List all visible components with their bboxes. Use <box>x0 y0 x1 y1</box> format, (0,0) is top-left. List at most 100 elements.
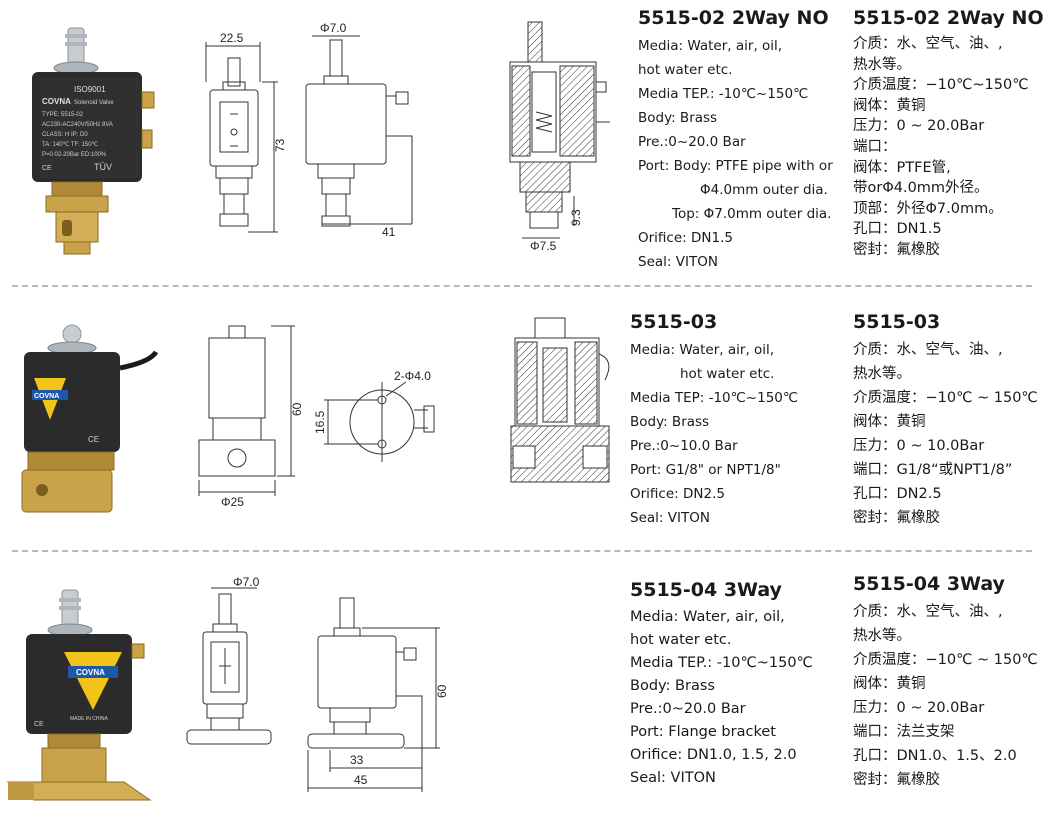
spec-media-cont: hot water etc. <box>680 366 775 382</box>
product-title-en: 5515-03 <box>630 311 718 333</box>
spec-cn-media-cont: 热水等。 <box>853 628 911 644</box>
spec-body: Body: Brass <box>638 110 718 126</box>
photo-label-ce: CE <box>42 165 52 172</box>
dim-label-bottom-dia: Φ7.5 <box>530 239 557 253</box>
spec-cn-body: 阀体：黄铜 <box>853 414 926 430</box>
spec-media: Media: Water, air, oil, <box>630 342 775 358</box>
spec-port-top: Top: Φ7.0mm outer dia. <box>672 206 832 222</box>
spec-cn-body: 阀体：黄铜 <box>853 97 926 114</box>
spec-orifice: Orifice: DN1.5 <box>638 230 733 246</box>
photo-label-type: TYPE: 5515-02 <box>42 112 84 118</box>
dim-label-height: 60 <box>435 684 449 698</box>
spec-cn-body: 阀体：黄铜 <box>853 676 926 692</box>
spec-cn-port-body: 阀体：PTFE管, <box>853 159 951 176</box>
spec-cn-media: 介质：水、空气、油、, <box>853 36 1003 52</box>
product-title-cn: 5515-04 3Way <box>853 573 1005 595</box>
spec-cn-orifice: 孔口：DN2.5 <box>853 486 942 502</box>
photo-label-class: CLASS: H IP: D0 <box>42 132 88 138</box>
spec-cn-temp: 介质温度：−10℃ ~ 150℃ <box>853 390 1038 406</box>
dim-label-width: Φ25 <box>221 495 244 509</box>
dim-label-depth: 41 <box>382 225 396 239</box>
spec-media: Media: Water, air, oil, <box>638 38 783 54</box>
product-photo-5515-04: COVNA MADE IN CHINA CE <box>6 589 152 801</box>
section-divider <box>12 285 1032 287</box>
spec-cn-seal: 密封：氟橡胶 <box>853 510 940 526</box>
cross-section-drawing-5515-03 <box>510 317 610 483</box>
spec-cn-orifice: 孔口：DN1.0、1.5、2.0 <box>853 748 1017 764</box>
product-title-cn: 5515-03 <box>853 311 941 333</box>
dim-label-inner: 33 <box>350 753 364 767</box>
spec-cn-temp: 介质温度：−10℃ ~ 150℃ <box>853 652 1038 668</box>
photo-label-tuv: TÜV <box>94 162 112 172</box>
spec-seal: Seal: VITON <box>630 770 716 786</box>
spec-temp: Media TEP: -10℃~150℃ <box>630 390 799 406</box>
product-title-en: 5515-02 2Way NO <box>638 7 829 29</box>
spec-cn-pressure: 压力：0 ~ 10.0Bar <box>853 438 985 454</box>
spec-port-cont: Φ4.0mm outer dia. <box>700 182 828 198</box>
specs-cn-5515-04: 5515-04 3Way 介质：水、空气、油、, 热水等。 介质温度：−10℃ … <box>853 570 1038 792</box>
spec-orifice: Orifice: DN2.5 <box>630 486 725 502</box>
dim-label-thread: 9.3 <box>569 209 583 226</box>
spec-cn-port: 端口：法兰支架 <box>853 724 955 740</box>
spec-cn-port: 端口： <box>853 138 897 155</box>
spec-media-cont: hot water etc. <box>630 632 732 648</box>
cross-section-drawing-5515-02: Φ7.5 9.3 <box>509 21 610 253</box>
spec-cn-seal: 密封：氟橡胶 <box>853 241 940 258</box>
spec-port: Port: Flange bracket <box>630 724 776 740</box>
spec-cn-media: 介质：水、空气、油、, <box>853 604 1003 620</box>
spec-pressure: Pre.:0~10.0 Bar <box>630 438 738 454</box>
spec-media-cont: hot water etc. <box>638 62 733 78</box>
spec-cn-temp: 介质温度：−10℃~150℃ <box>853 77 1029 94</box>
spec-temp: Media TEP.: -10℃~150℃ <box>638 86 809 102</box>
spec-cn-port-dia: 带orΦ4.0mm外径。 <box>853 180 989 197</box>
product-section-5515-04: COVNA MADE IN CHINA CE Φ7.0 <box>0 556 1038 826</box>
dim-label-height: 60 <box>290 402 304 416</box>
spec-cn-port: 端口：G1/8“或NPT1/8” <box>853 462 1013 478</box>
photo-label-temp: TA: 140℃ TF: 150℃ <box>42 142 99 148</box>
spec-pressure: Pre.:0~20.0 Bar <box>638 134 746 150</box>
photo-label-ce: CE <box>88 435 99 444</box>
dimension-drawing-side-5515-04: 60 33 45 <box>307 597 449 792</box>
dimension-drawing-front-5515-04: Φ7.0 <box>186 575 272 745</box>
spec-port: Port: G1/8" or NPT1/8" <box>630 462 781 478</box>
spec-cn-media-cont: 热水等。 <box>853 56 911 73</box>
photo-label-brand: COVNA <box>42 97 71 106</box>
spec-cn-media-cont: 热水等。 <box>853 366 911 382</box>
photo-label-iso: ISO9001 <box>74 85 106 94</box>
photo-label-voltage: AC230-AC240V/50Hz 8VA <box>42 122 113 128</box>
specs-cn-5515-02: 5515-02 2Way NO 介质：水、空气、油、, 热水等。 介质温度：−1… <box>853 4 1044 261</box>
product-photo-5515-03: COVNA CE <box>21 324 159 513</box>
specs-cn-5515-03: 5515-03 介质：水、空气、油、, 热水等。 介质温度：−10℃ ~ 150… <box>853 308 1038 530</box>
spec-temp: Media TEP.: -10℃~150℃ <box>630 655 813 671</box>
dim-label-top-dia: Φ7.0 <box>320 21 347 35</box>
specs-en-5515-02: 5515-02 2Way NO Media: Water, air, oil, … <box>638 4 833 274</box>
photo-label-brand: COVNA <box>34 393 59 400</box>
product-section-5515-03: COVNA CE 60 Φ25 <box>0 292 1038 562</box>
dim-label-spacing: 16.5 <box>313 410 327 434</box>
photo-label-made: MADE IN CHINA <box>70 716 108 722</box>
spec-port: Port: Body: PTFE pipe with or <box>638 158 833 174</box>
spec-cn-pressure: 压力：0 ~ 20.0Bar <box>853 700 985 716</box>
spec-cn-pressure: 压力：0 ~ 20.0Bar <box>853 118 985 135</box>
spec-seal: Seal: VITON <box>638 254 718 270</box>
dim-label-top-dia: Φ7.0 <box>233 575 260 589</box>
photo-label-pressure: P=0.02-20Bar ED:100% <box>42 152 107 158</box>
dim-label-height: 73 <box>273 138 287 152</box>
product-photo-5515-02: ISO9001 COVNA Solenoid Valve TYPE: 5515-… <box>32 27 155 255</box>
dim-label-holes: 2-Φ4.0 <box>394 369 431 383</box>
product-section-5515-02: ISO9001 COVNA Solenoid Valve TYPE: 5515-… <box>0 0 1044 270</box>
dimension-drawing-front-5515-03: 60 Φ25 <box>198 325 304 509</box>
dim-label-flange: 45 <box>354 773 368 787</box>
spec-cn-port-top: 顶部：外径Φ7.0mm。 <box>853 200 1003 217</box>
spec-pressure: Pre.:0~20.0 Bar <box>630 701 746 717</box>
spec-seal: Seal: VITON <box>630 510 710 526</box>
spec-cn-media: 介质：水、空气、油、, <box>853 342 1003 358</box>
specs-en-5515-04: 5515-04 3Way Media: Water, air, oil, hot… <box>630 576 813 790</box>
product-title-en: 5515-04 3Way <box>630 579 782 601</box>
spec-cn-orifice: 孔口：DN1.5 <box>853 221 942 238</box>
spec-cn-seal: 密封：氟橡胶 <box>853 772 940 788</box>
spec-body: Body: Brass <box>630 414 710 430</box>
spec-body: Body: Brass <box>630 678 715 694</box>
product-title-cn: 5515-02 2Way NO <box>853 7 1044 29</box>
dimension-drawing-side-5515-02: Φ7.0 41 <box>305 21 413 239</box>
